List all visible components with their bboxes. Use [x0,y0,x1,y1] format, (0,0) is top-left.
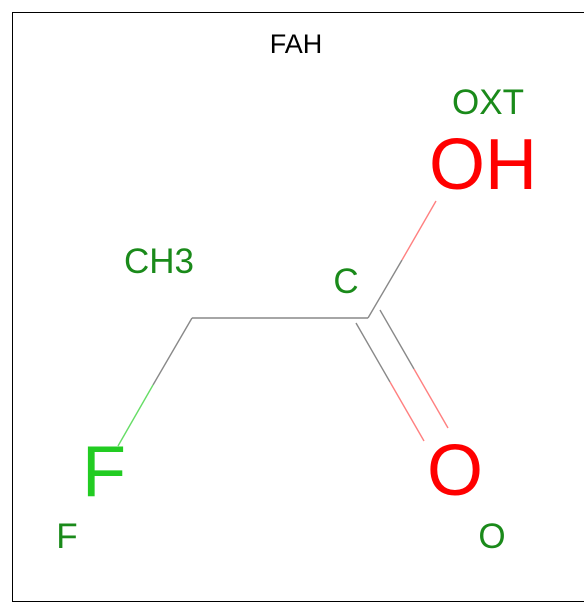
atom-element-oxt: OH [429,125,537,205]
bond-c-o-line-2-carbon-half [379,309,415,370]
atom-name-oxt: OXT [452,83,524,122]
bond-ch3-f-fluorine-half [117,384,154,447]
atom-element-f: F [82,432,126,512]
bond-c-o-line-2-oxygen-half [413,368,449,429]
bond-c-o-line-1-carbon-half [355,322,391,383]
bond-ch3-f-carbon-half [152,317,193,386]
molecule-title: FAH [270,29,323,59]
bond-c-oxt-carbon-half [367,259,403,319]
diagram-frame [12,12,584,602]
molecule-diagram: FAH OH O F OXT CH3 C O F [56,29,537,556]
atom-element-o: O [427,431,483,511]
atom-name-ch3: CH3 [124,242,194,281]
bond-c-oxt-oxygen-half [401,200,437,261]
bonds [117,200,449,447]
atom-name-o: O [478,517,505,556]
atom-name-c: C [333,262,358,301]
bond-c-o-line-1-oxygen-half [389,381,425,442]
atom-name-f: F [56,517,77,556]
